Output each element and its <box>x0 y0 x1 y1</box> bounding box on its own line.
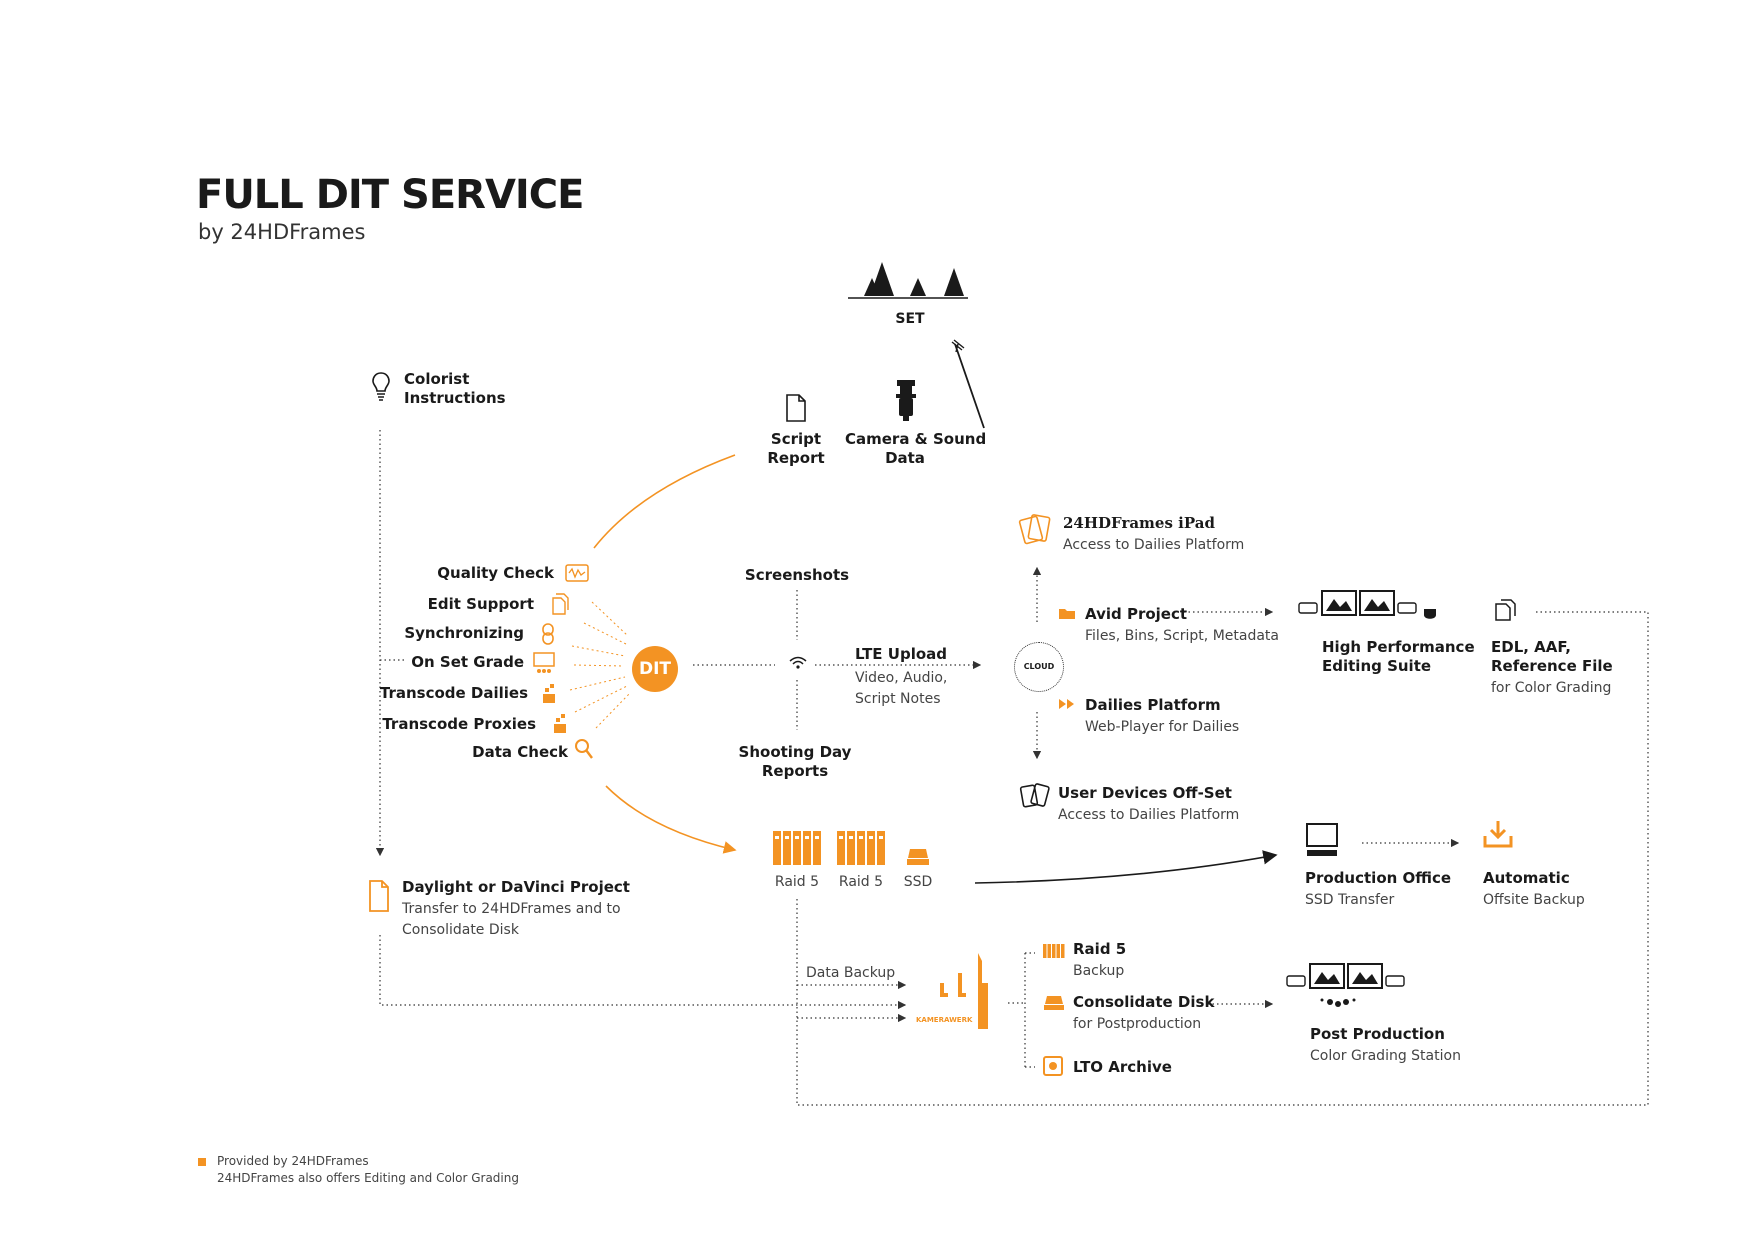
computer-icon <box>1306 823 1338 856</box>
screenshots-label: Screenshots <box>744 566 850 584</box>
edl-title: EDL, AAF, Reference File <box>1491 638 1613 675</box>
ssd-icon <box>907 849 929 865</box>
avid-title: Avid Project <box>1085 605 1188 623</box>
link-icon <box>542 623 554 645</box>
download-icon <box>1483 821 1513 848</box>
kamerawerk-label: KAMERAWERK <box>916 1016 973 1024</box>
magnifier-icon <box>575 739 593 759</box>
page-title: FULL DIT SERVICE <box>196 172 584 218</box>
task-synchronizing: Synchronizing <box>404 624 524 642</box>
auto-backup-title: Automatic <box>1483 869 1570 887</box>
cloud-node: CLOUD <box>1014 642 1064 692</box>
editing-suite-icon <box>1298 590 1436 619</box>
post-production-sub: Color Grading Station <box>1310 1048 1461 1064</box>
storage-ssd: SSD <box>903 874 933 890</box>
production-office-title: Production Office <box>1305 869 1452 887</box>
documents-icon <box>1495 599 1516 621</box>
shooting-day-label: Shooting Day Reports <box>738 743 852 780</box>
editing-suite-title: High Performance Editing Suite <box>1322 638 1475 675</box>
daylight-title: Daylight or DaVinci Project <box>402 878 630 896</box>
transcode-icon <box>543 684 555 703</box>
document-icon <box>369 880 389 912</box>
archive-consolidate-title: Consolidate Disk <box>1073 993 1215 1011</box>
grading-monitor-icon <box>533 652 555 673</box>
lte-upload-sub: Video, Audio, Script Notes <box>855 670 948 707</box>
legend-swatch <box>198 1158 206 1166</box>
dailies-title: Dailies Platform <box>1085 696 1221 714</box>
ipad-title: 24HDFrames iPad <box>1063 514 1215 532</box>
task-quality-check: Quality Check <box>437 564 554 582</box>
user-devices-title: User Devices Off-Set <box>1058 784 1232 802</box>
lto-tape-icon <box>1043 1056 1063 1076</box>
wifi-icon <box>789 656 807 669</box>
camera-icon <box>896 380 916 421</box>
legend-line-1: Provided by 24HDFrames <box>217 1154 369 1168</box>
documents-icon <box>552 593 569 615</box>
lightbulb-icon <box>372 372 390 401</box>
page-subtitle: by 24HDFrames <box>198 220 366 244</box>
camera-sound-label: Camera & Sound Data <box>845 430 987 467</box>
post-production-title: Post Production <box>1310 1025 1445 1043</box>
user-devices-sub: Access to Dailies Platform <box>1058 807 1240 823</box>
task-on-set-grade: On Set Grade <box>411 653 524 671</box>
ipad-sub: Access to Dailies Platform <box>1063 537 1245 553</box>
archive-consolidate-sub: for Postproduction <box>1073 1016 1202 1032</box>
raid-icon <box>1043 944 1065 958</box>
task-edit-support: Edit Support <box>427 595 534 613</box>
task-transcode-dailies: Transcode Dailies <box>379 684 528 702</box>
raid-icon <box>773 831 821 865</box>
lte-upload-label: LTE Upload <box>855 645 947 663</box>
script-report-label: Script Report <box>767 430 825 467</box>
raid-icon <box>837 831 885 865</box>
kamerawerk-logo <box>940 953 988 1029</box>
daylight-sub: Transfer to 24HDFrames and to Consolidat… <box>402 901 621 938</box>
task-data-check: Data Check <box>472 743 568 761</box>
dit-node: DIT <box>632 646 678 692</box>
fast-forward-icon <box>1059 699 1074 709</box>
devices-icon <box>1019 783 1050 808</box>
dailies-sub: Web-Player for Dailies <box>1085 719 1240 735</box>
task-transcode-proxies: Transcode Proxies <box>382 715 536 733</box>
production-office-sub: SSD Transfer <box>1305 892 1395 908</box>
folder-icon <box>1059 609 1075 619</box>
storage-raid-2: Raid 5 <box>838 874 884 890</box>
ipad-icon <box>1018 514 1051 545</box>
auto-backup-sub: Offsite Backup <box>1483 892 1585 908</box>
grading-station-icon <box>1286 963 1405 1007</box>
storage-raid-1: Raid 5 <box>774 874 820 890</box>
archive-lto-title: LTO Archive <box>1073 1058 1172 1076</box>
waveform-icon <box>565 564 589 582</box>
archive-raid-sub: Backup <box>1073 963 1125 979</box>
edl-sub: for Color Grading <box>1491 680 1612 696</box>
avid-sub: Files, Bins, Script, Metadata <box>1085 628 1279 644</box>
colorist-label: Colorist Instructions <box>404 370 506 407</box>
microphone-icon <box>951 339 965 353</box>
set-label: SET <box>895 311 925 327</box>
data-backup-label: Data Backup <box>806 965 896 981</box>
transcode-icon <box>554 714 566 733</box>
legend-line-2: 24HDFrames also offers Editing and Color… <box>217 1171 519 1185</box>
trees-icon <box>864 262 964 296</box>
disk-icon <box>1044 996 1064 1010</box>
document-icon <box>786 394 806 422</box>
archive-raid-title: Raid 5 <box>1073 940 1127 958</box>
